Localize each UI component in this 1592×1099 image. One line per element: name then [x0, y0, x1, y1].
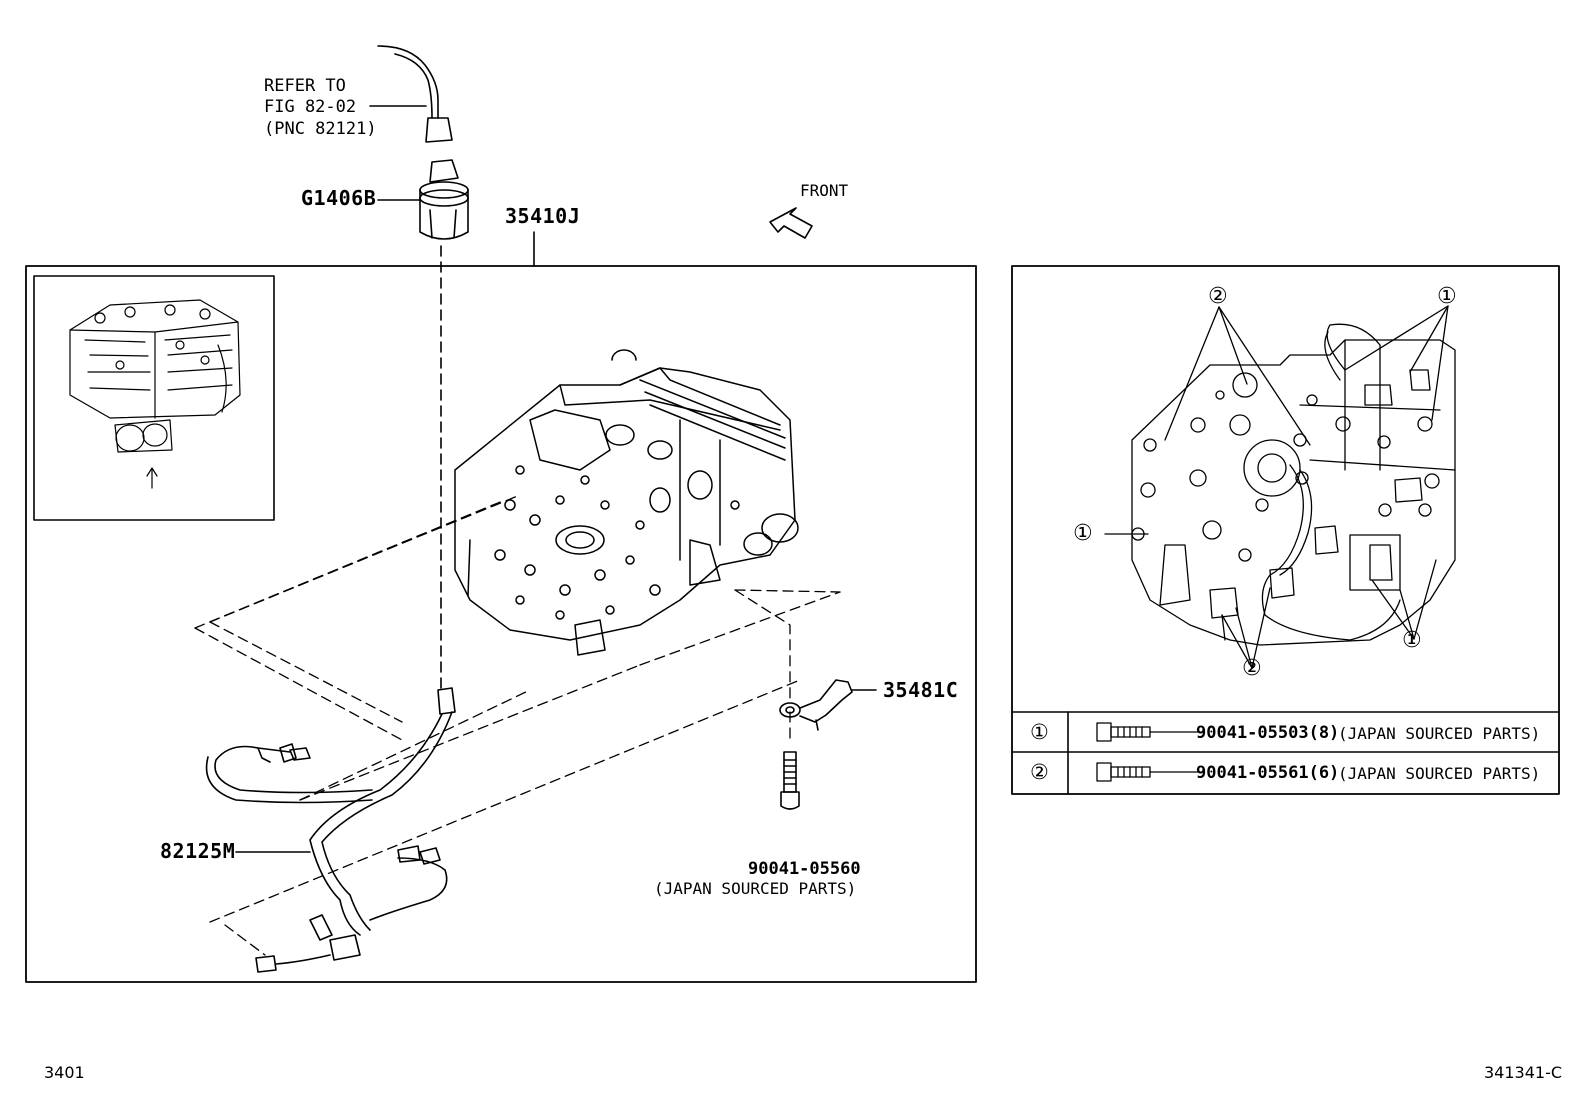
part-valve-body-label[interactable]: 35410J [505, 204, 581, 228]
valve-body-drawing [454, 349, 799, 656]
refer-connector [369, 45, 453, 143]
callout-1-top: ① [1437, 284, 1457, 309]
projection-lines [194, 494, 841, 956]
main-frame [25, 265, 977, 983]
bolt-90041-05560 [780, 751, 800, 810]
callout-leaders [1104, 305, 1449, 669]
callout-1-left: ① [1073, 521, 1093, 546]
part-clamp-label[interactable]: 35481C [883, 678, 959, 702]
refer-line-3: (PNC 82121) [264, 119, 377, 139]
legend-code-2[interactable]: 90041-05561(6) [1196, 763, 1340, 783]
legend-symbol-1: ① [1030, 720, 1049, 744]
legend-note-1: (JAPAN SOURCED PARTS) [1338, 724, 1541, 743]
legend-bolt-icons [1096, 722, 1199, 782]
front-arrow-icon [769, 207, 813, 239]
footer-page-code: 3401 [44, 1063, 85, 1082]
part-bolt-note: (JAPAN SOURCED PARTS) [654, 879, 857, 898]
callout-1-bottom: ① [1402, 628, 1422, 653]
inset-valve-body [69, 299, 241, 489]
callout-2-top: ② [1208, 284, 1228, 309]
legend-code-1[interactable]: 90041-05503(8) [1196, 723, 1340, 743]
wire-harness-82125M [205, 687, 456, 973]
part-connector-label[interactable]: G1406B [301, 186, 377, 210]
detail-frame [1011, 265, 1560, 795]
part-bolt-code[interactable]: 90041-05560 [748, 859, 861, 879]
callout-2-bottom: ② [1242, 656, 1262, 681]
footer-figure-code: 341341-C [1484, 1063, 1563, 1082]
inset-frame [33, 275, 275, 521]
legend-symbol-2: ② [1030, 760, 1049, 784]
detail-valve-body [1131, 323, 1456, 646]
refer-line-2: FIG 82-02 [264, 97, 357, 117]
refer-line-1: REFER TO [264, 76, 346, 96]
part-harness-label[interactable]: 82125M [160, 839, 236, 863]
front-label: FRONT [800, 181, 849, 200]
legend-note-2: (JAPAN SOURCED PARTS) [1338, 764, 1541, 783]
connector-G1406B [377, 159, 469, 240]
clamp-35481C [779, 679, 877, 731]
